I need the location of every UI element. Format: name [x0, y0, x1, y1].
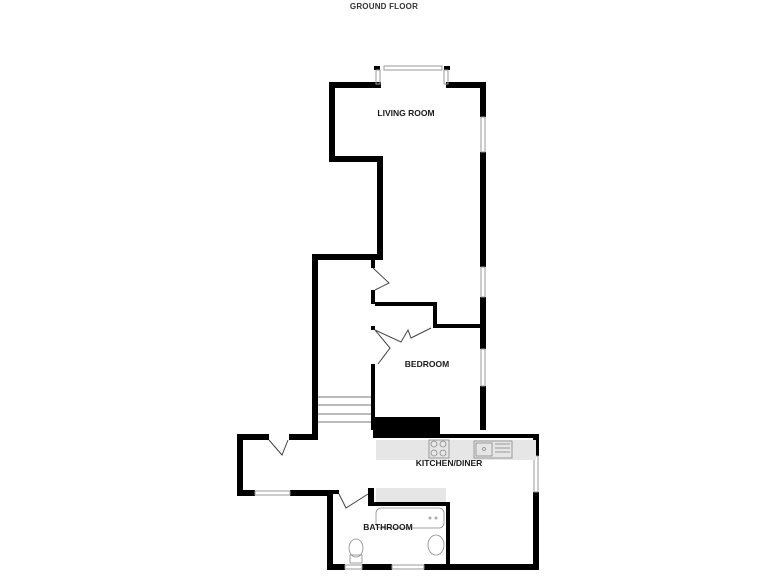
toilet-icon: [348, 538, 364, 558]
hob-icon: [428, 439, 450, 459]
sink-icon: [473, 440, 513, 459]
room-label-living-room: LIVING ROOM: [377, 108, 434, 118]
washbasin-icon: [427, 534, 445, 556]
bathroom-fittings: [348, 507, 445, 564]
room-labels: LIVING ROOM BEDROOM KITCHEN/DINER BATHRO…: [363, 108, 482, 532]
walls: [237, 66, 539, 570]
room-label-bedroom: BEDROOM: [405, 359, 449, 369]
room-label-bathroom: BATHROOM: [363, 522, 412, 532]
floor-title: GROUND FLOOR: [349, 2, 419, 11]
bath-icon: [375, 507, 445, 529]
kitchen-fittings: [376, 439, 536, 502]
stairs: [318, 396, 371, 423]
room-label-kitchen-diner: KITCHEN/DINER: [416, 458, 483, 468]
doors: [268, 267, 432, 509]
